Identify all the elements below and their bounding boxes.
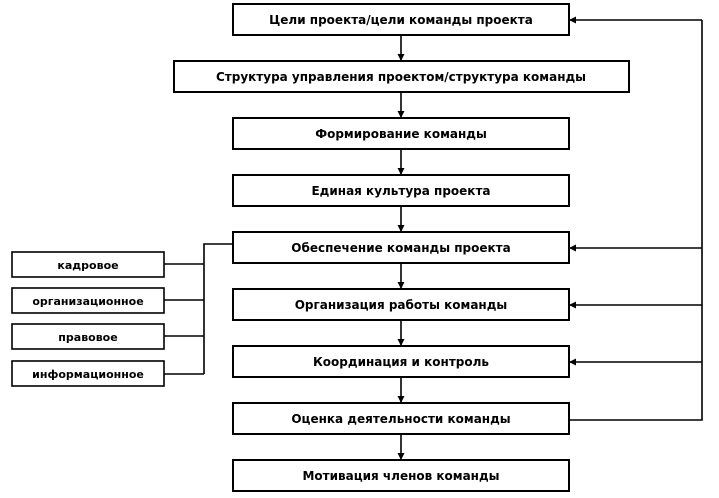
stage-work-organization-label: Организация работы команды xyxy=(295,298,508,312)
stage-performance-evaluation: Оценка деятельности команды xyxy=(232,402,570,435)
support-label-informational: информационное xyxy=(32,368,144,381)
stage-member-motivation-label: Мотивация членов команды xyxy=(302,469,499,483)
stage-team-support-label: Обеспечение команды проекта xyxy=(291,241,510,255)
support-box-legal: правовое xyxy=(11,323,165,350)
feedback-spine xyxy=(569,20,703,421)
stage-management-structure: Структура управления проектом/структура … xyxy=(173,60,630,93)
stage-team-support: Обеспечение команды проекта xyxy=(232,231,570,264)
support-label-personnel: кадровое xyxy=(57,259,118,272)
feedback-loop xyxy=(569,16,703,421)
stage-work-organization: Организация работы команды xyxy=(232,288,570,321)
stage-goals-label: Цели проекта/цели команды проекта xyxy=(269,13,533,27)
support-box-informational: информационное xyxy=(11,360,165,387)
stage-team-formation: Формирование команды xyxy=(232,117,570,150)
stage-coordination-control-label: Координация и контроль xyxy=(313,355,489,369)
stage-unified-culture: Единая культура проекта xyxy=(232,174,570,207)
support-label-organizational: организационное xyxy=(32,295,143,308)
stage-management-structure-label: Структура управления проектом/структура … xyxy=(216,70,586,84)
stage-member-motivation: Мотивация членов команды xyxy=(232,459,570,492)
stage-unified-culture-label: Единая культура проекта xyxy=(311,184,490,198)
support-bracket xyxy=(164,243,233,375)
stage-coordination-control: Координация и контроль xyxy=(232,345,570,378)
support-box-organizational: организационное xyxy=(11,287,165,314)
stage-goals: Цели проекта/цели команды проекта xyxy=(232,3,570,36)
support-label-legal: правовое xyxy=(58,331,117,344)
stage-performance-evaluation-label: Оценка деятельности команды xyxy=(291,412,510,426)
stage-team-formation-label: Формирование команды xyxy=(315,127,487,141)
bracket-spine xyxy=(203,243,233,374)
support-box-personnel: кадровое xyxy=(11,251,165,278)
